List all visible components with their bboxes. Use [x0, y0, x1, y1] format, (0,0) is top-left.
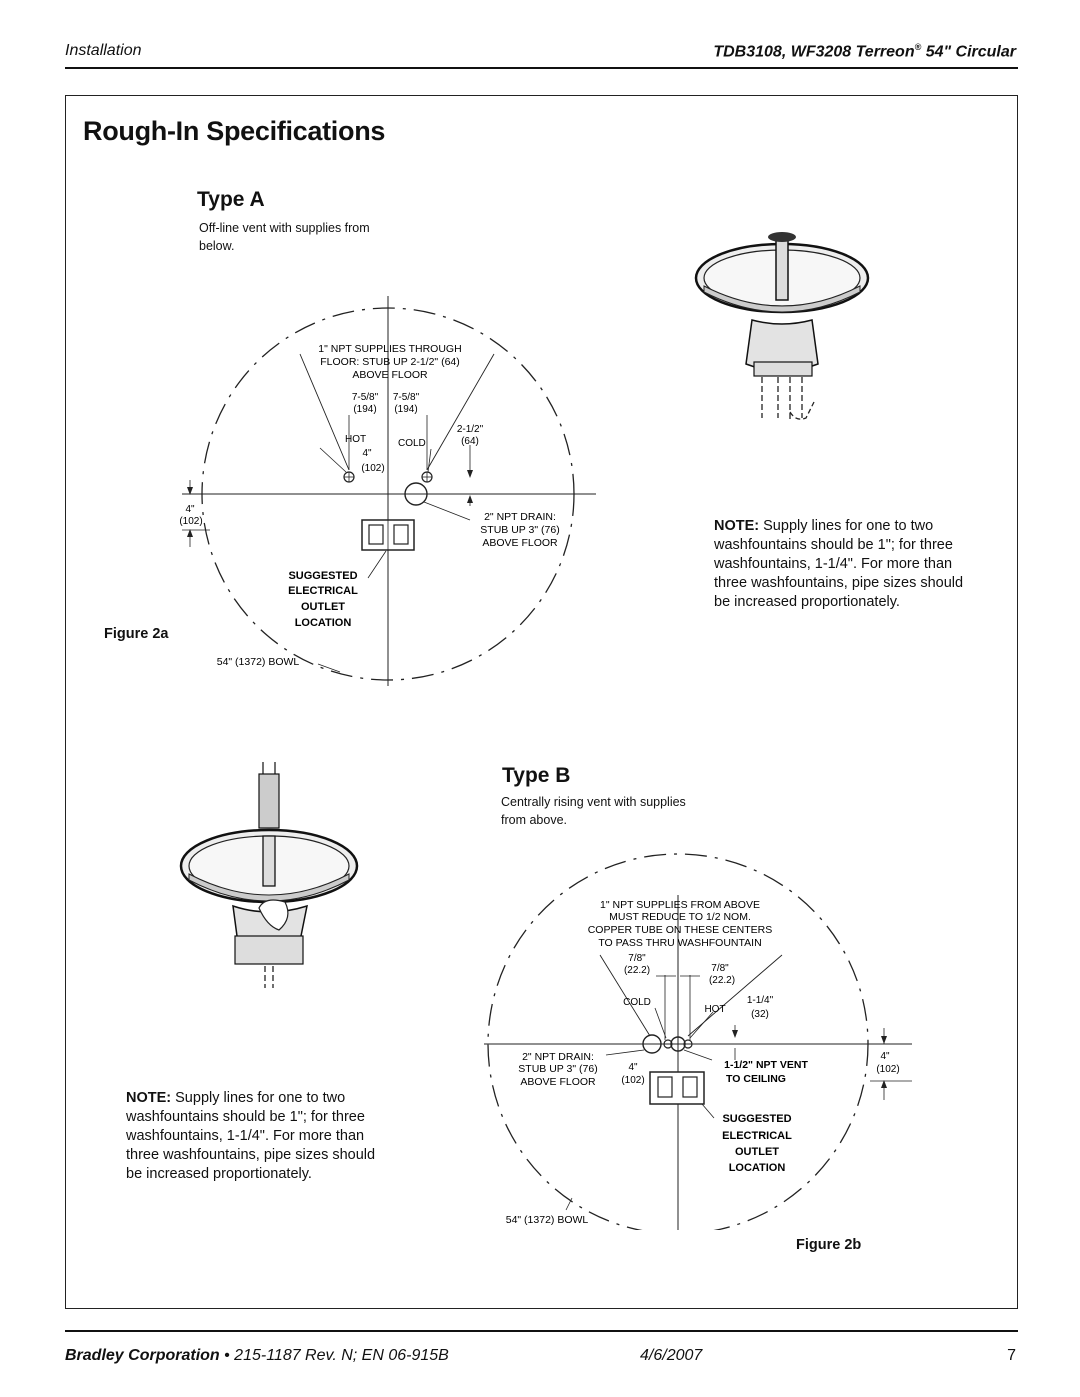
type-a-diagram: 1" NPT SUPPLIES THROUGH FLOOR: STUB UP 2… — [179, 296, 596, 686]
type-a-description-line1: Off-line vent with supplies from — [199, 221, 370, 235]
type-b-description: Centrally rising vent with supplies from… — [501, 793, 686, 829]
dimension-label: 4" — [880, 1051, 890, 1062]
outlet-label-3: OUTLET — [301, 601, 345, 613]
dimension-label: (194) — [394, 404, 417, 415]
type-a-description-line2: below. — [199, 239, 235, 253]
hot-label: HOT — [345, 434, 366, 445]
drain-label-3: ABOVE FLOOR — [520, 1076, 596, 1088]
type-a-heading: Type A — [197, 188, 265, 211]
supplies-label-2: FLOOR: STUB UP 2-1/2" (64) — [320, 356, 460, 368]
dimension-label: (102) — [179, 516, 202, 527]
type-b-note-text: Supply lines for one to two washfountain… — [126, 1090, 376, 1182]
dimension-label: 2-1/2" — [457, 424, 484, 435]
dimension-label: (64) — [461, 436, 479, 447]
cold-supply — [663, 1039, 673, 1049]
cold-label: COLD — [623, 997, 651, 1008]
type-b-diagram: 1" NPT SUPPLIES FROM ABOVE MUST REDUCE T… — [484, 853, 912, 1230]
vent — [670, 1036, 686, 1052]
type-b-washfountain-illustration — [179, 762, 359, 988]
dimension-label: 1-1/4" — [747, 995, 774, 1006]
dimension-label: 7/8" — [711, 963, 729, 974]
footer-date: 4/6/2007 — [640, 1347, 703, 1364]
drain — [642, 1034, 662, 1054]
type-a-note: NOTE: Supply lines for one to two washfo… — [714, 517, 976, 612]
dimension-label: (102) — [361, 463, 384, 474]
supplies-label-3: COPPER TUBE ON THESE CENTERS — [588, 924, 773, 936]
drain-label-1: 2" NPT DRAIN: — [522, 1051, 594, 1063]
type-b-heading: Type B — [502, 764, 571, 787]
dimension-label: (194) — [353, 404, 376, 415]
dimension-label: 4" — [185, 504, 195, 515]
figure-2a-label: Figure 2a — [104, 626, 169, 642]
type-a-description: Off-line vent with supplies from below. — [199, 219, 370, 255]
drain-label-3: ABOVE FLOOR — [482, 537, 558, 549]
dimension-label: (22.2) — [624, 965, 650, 976]
footer-rule — [65, 1330, 1018, 1332]
product-name: TDB3108, WF3208 Terreon — [713, 43, 915, 61]
hot-supply — [683, 1039, 693, 1049]
type-b-description-line1: Centrally rising vent with supplies — [501, 795, 686, 809]
header-product: TDB3108, WF3208 Terreon® 54" Circular — [713, 42, 1016, 61]
dimension-label: 7/8" — [628, 953, 646, 964]
supplies-label-1: 1" NPT SUPPLIES FROM ABOVE — [600, 899, 760, 911]
dimension-label: 4" — [628, 1062, 638, 1073]
vent-label-1: 1-1/2" NPT VENT — [724, 1059, 808, 1071]
type-b-note: NOTE: Supply lines for one to two washfo… — [126, 1089, 388, 1184]
outlet-label-1: SUGGESTED — [288, 570, 357, 582]
header-section: Installation — [65, 42, 142, 59]
outlet-label-3: OUTLET — [735, 1146, 779, 1158]
page-title: Rough-In Specifications — [83, 116, 386, 146]
dimension-label: (102) — [876, 1064, 899, 1075]
dimension-label: 7-5/8" — [352, 392, 379, 403]
figure-2b-label: Figure 2b — [796, 1237, 862, 1253]
outlet-label-2: ELECTRICAL — [722, 1130, 792, 1142]
drain-label-2: STUB UP 3" (76) — [518, 1063, 597, 1075]
dimension-label: 7-5/8" — [393, 392, 420, 403]
bowl-label: 54" (1372) BOWL — [506, 1214, 589, 1226]
cold-label: COLD — [398, 438, 426, 449]
type-b-description-line2: from above. — [501, 813, 568, 827]
footer-company: Bradley Corporation — [65, 1347, 220, 1364]
supplies-label-4: TO PASS THRU WASHFOUNTAIN — [598, 937, 761, 949]
registered-mark: ® — [914, 42, 922, 52]
drain-label-1: 2" NPT DRAIN: — [484, 511, 556, 523]
footer-doc-number: • 215-1187 Rev. N; EN 06-915B — [219, 1347, 449, 1364]
content-frame — [65, 95, 1018, 1309]
type-b-note-label: NOTE: — [126, 1090, 172, 1106]
product-suffix: 54" Circular — [921, 43, 1016, 61]
drain-label-2: STUB UP 3" (76) — [480, 524, 559, 536]
supplies-label-2: MUST REDUCE TO 1/2 NOM. — [609, 911, 751, 923]
supplies-label-3: ABOVE FLOOR — [352, 369, 428, 381]
hot-label: HOT — [704, 1004, 725, 1015]
page-number: 7 — [1007, 1347, 1016, 1364]
vent-label-2: TO CEILING — [726, 1073, 786, 1085]
outlet-label-4: LOCATION — [729, 1162, 786, 1174]
dimension-label: (102) — [621, 1075, 644, 1086]
type-a-note-label: NOTE: — [714, 518, 760, 534]
supplies-label-1: 1" NPT SUPPLIES THROUGH — [318, 343, 461, 355]
outlet-label-1: SUGGESTED — [722, 1113, 791, 1125]
bowl-label: 54" (1372) BOWL — [217, 656, 300, 668]
dimension-label: (32) — [751, 1009, 769, 1020]
header-rule — [65, 67, 1018, 69]
type-a-washfountain-illustration — [694, 232, 870, 422]
dimension-label: (22.2) — [709, 975, 735, 986]
outlet-label-4: LOCATION — [295, 617, 352, 629]
outlet-label-2: ELECTRICAL — [288, 585, 358, 597]
type-a-note-text: Supply lines for one to two washfountain… — [714, 518, 964, 610]
drain — [404, 482, 428, 506]
footer-doc: Bradley Corporation • 215-1187 Rev. N; E… — [65, 1347, 449, 1365]
dimension-label: 4" — [362, 448, 372, 459]
